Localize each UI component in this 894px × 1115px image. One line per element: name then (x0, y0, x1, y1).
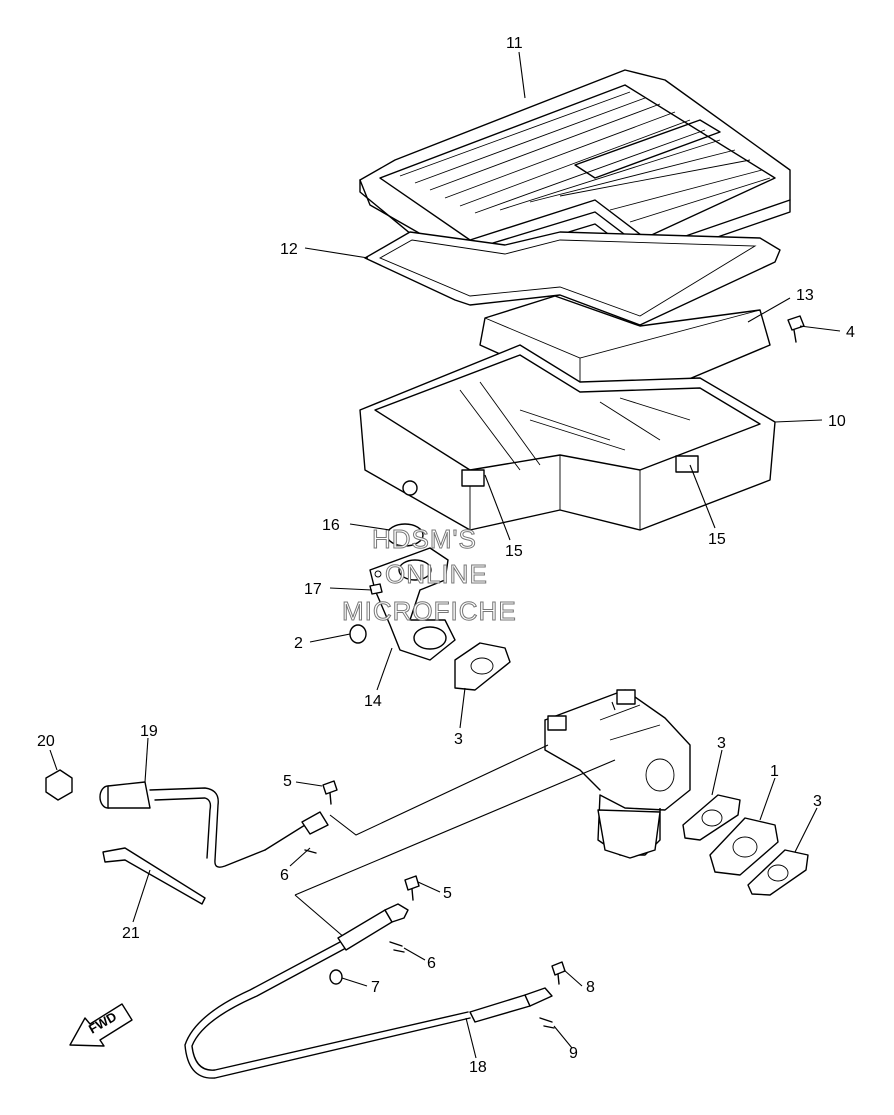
callout-3-right-b: 3 (813, 793, 822, 810)
air-box-cover (359, 69, 791, 263)
gasket-3-right-b (747, 849, 809, 896)
callout-8: 8 (586, 979, 595, 996)
choke-knob-cable-19 (99, 781, 266, 868)
intake-joint-14 (369, 547, 456, 661)
callout-15-left: 15 (505, 543, 523, 560)
bolt-4 (787, 315, 805, 343)
clamp-7 (329, 969, 343, 985)
air-box-base (359, 344, 776, 531)
assembly-lines (294, 701, 616, 939)
callout-4: 4 (846, 324, 855, 341)
nut-2 (349, 624, 367, 644)
callout-20: 20 (37, 733, 55, 750)
callout-2: 2 (294, 635, 303, 652)
callout-13: 13 (796, 287, 814, 304)
carburetor (544, 689, 691, 859)
gasket-3-upper (454, 642, 511, 691)
insulator-1 (709, 817, 779, 876)
watermark-line-1: HDSM'S (372, 524, 477, 554)
callout-14: 14 (364, 693, 382, 710)
callout-17: 17 (304, 581, 322, 598)
fwd-arrow: FWD (69, 1003, 133, 1047)
nut-20 (45, 769, 73, 801)
callout-3-upper: 3 (454, 731, 463, 748)
choke-cable-end (264, 780, 338, 851)
o-ring-16 (386, 523, 424, 547)
callout-1: 1 (770, 763, 779, 780)
watermark-line-2: ONLINE (385, 559, 488, 589)
callout-15-right: 15 (708, 531, 726, 548)
air-box-gasket (364, 231, 781, 326)
gasket-3-right-a (682, 794, 741, 841)
bolt-5-lower (404, 875, 420, 901)
callout-12: 12 (280, 241, 298, 258)
callout-6-lower: 6 (427, 955, 436, 972)
callout-5-upper: 5 (283, 773, 292, 790)
callout-21: 21 (122, 925, 140, 942)
callout-3-right-a: 3 (717, 735, 726, 752)
clip-9 (539, 1017, 555, 1029)
watermark: HDSM'S ONLINE MICROFICHE (342, 524, 517, 627)
callout-18: 18 (469, 1059, 487, 1076)
callout-16: 16 (322, 517, 340, 534)
callout-19: 19 (140, 723, 158, 740)
bolt-17 (369, 583, 383, 595)
callout-labels: 11 12 13 4 10 16 15 15 17 2 14 3 3 1 3 2… (37, 35, 855, 1076)
callout-10: 10 (828, 413, 846, 430)
watermark-line-3: MICROFICHE (342, 596, 517, 626)
throttle-cable-18 (184, 903, 553, 1079)
cable-tie-21 (102, 847, 206, 905)
callout-6-upper: 6 (280, 867, 289, 884)
clip-6-lower (389, 941, 405, 953)
callout-7: 7 (371, 979, 380, 996)
callout-leaders (49, 51, 841, 1059)
callout-11: 11 (506, 35, 523, 52)
callout-5-lower: 5 (443, 885, 452, 902)
bolt-8 (551, 961, 566, 985)
callout-9: 9 (569, 1045, 578, 1062)
